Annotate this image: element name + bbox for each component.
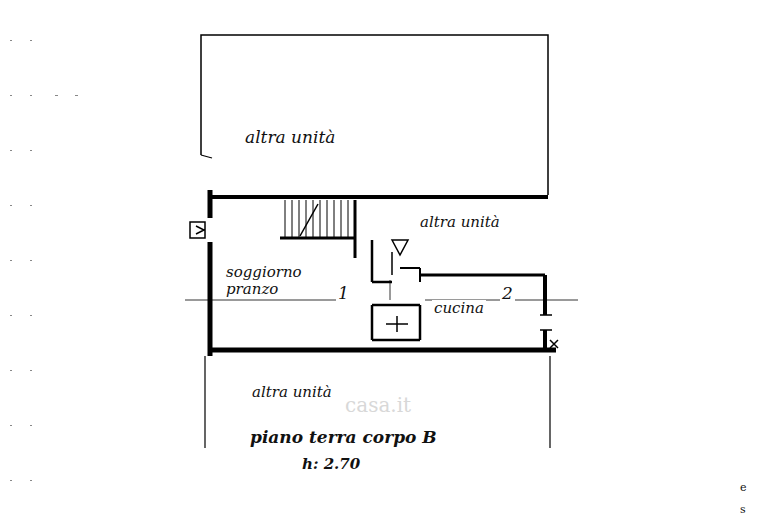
margin-mark: e xyxy=(740,482,747,495)
height-note: h: 2.70 xyxy=(302,456,360,473)
callout-number: 2 xyxy=(500,284,515,304)
room-label: soggiorno pranzo xyxy=(226,264,341,299)
callout-number: 1 xyxy=(336,284,351,304)
watermark: casa.it xyxy=(345,394,411,417)
unit-label: altra unità xyxy=(245,128,335,148)
plan-title: piano terra corpo B xyxy=(250,428,437,448)
margin-mark: s xyxy=(740,504,746,517)
room-label: cucina xyxy=(432,300,486,317)
unit-label: altra unità xyxy=(252,384,332,401)
walls xyxy=(185,35,578,448)
margin-dots xyxy=(10,40,78,481)
unit-label: altra unità xyxy=(420,214,500,231)
